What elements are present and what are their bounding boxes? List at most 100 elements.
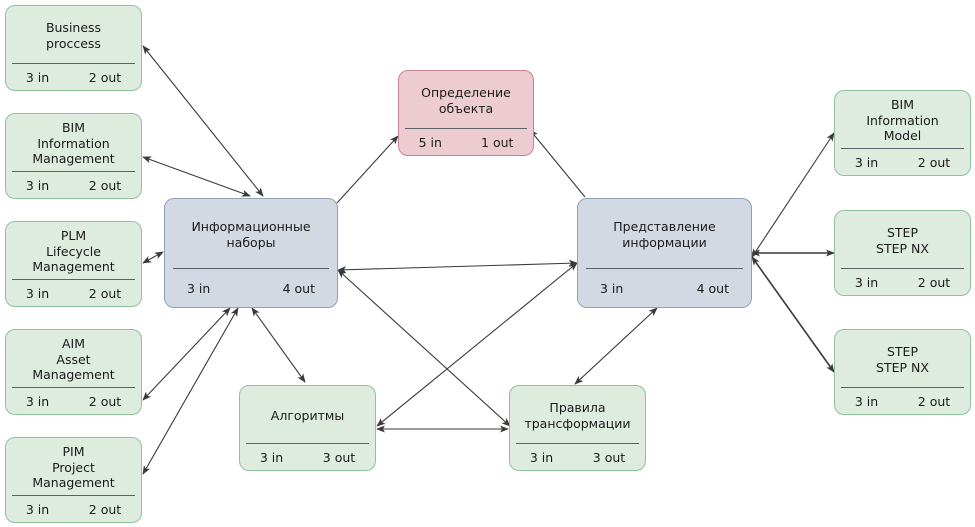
node-title: PLM Lifecycle Management [6, 222, 141, 279]
node-divider [586, 268, 743, 269]
node-step-nx-1[interactable]: STEP STEP NX 3 in 2 out [834, 210, 971, 296]
in-count: 3 in [25, 177, 50, 193]
node-pim-project-management[interactable]: PIM Project Management 3 in 2 out [5, 437, 142, 523]
title-line: наборы [226, 234, 276, 250]
node-business-process[interactable]: Business proccess 3 in 2 out [5, 5, 142, 91]
node-ports: 3 in 2 out [835, 388, 970, 414]
node-algorithms[interactable]: Алгоритмы 3 in 3 out [239, 385, 376, 471]
title-line: Представление [613, 219, 716, 234]
node-title: Алгоритмы [240, 386, 375, 443]
title-line: Management [32, 259, 115, 275]
node-title: Определение объекта [399, 71, 533, 128]
edge-info-sets-to-object-def[interactable] [336, 135, 399, 204]
in-count: 3 in [600, 280, 624, 296]
node-step-nx-2[interactable]: STEP STEP NX 3 in 2 out [834, 329, 971, 415]
edge-info-repr-to-object-def[interactable] [529, 129, 586, 198]
node-title: Представление информации [578, 199, 751, 268]
node-divider [173, 268, 329, 269]
node-divider [841, 268, 964, 269]
title-line: Management [32, 367, 115, 383]
node-object-definition[interactable]: Определение объекта 5 in 1 out [398, 70, 534, 156]
in-count: 3 in [529, 449, 554, 465]
edge-info-repr-to-algorithms[interactable] [376, 262, 578, 427]
node-title: PIM Project Management [6, 438, 141, 495]
node-title: BIM Information Model [835, 91, 970, 148]
out-count: 2 out [88, 285, 122, 301]
edge-info-sets-to-algorithms[interactable] [251, 307, 306, 383]
out-count: 2 out [917, 274, 951, 290]
node-transformation-rules[interactable]: Правила трансформации 3 in 3 out [509, 385, 646, 471]
title-line: Правила [549, 400, 606, 415]
out-count: 2 out [88, 393, 122, 409]
node-divider [12, 171, 135, 172]
title-line: Model [883, 128, 922, 144]
edge-info-repr-to-transform-rules[interactable] [574, 307, 658, 385]
node-ports: 3 in 2 out [6, 388, 141, 414]
edge-info-sets-to-info-repr[interactable] [337, 259, 578, 274]
edge-info-repr-to-step-2[interactable] [751, 256, 835, 373]
edge-bim-info-mgmt-to-info-sets[interactable] [142, 156, 251, 197]
node-title: Информационные наборы [165, 199, 337, 268]
node-divider [841, 148, 964, 149]
title-line: Information [866, 112, 939, 128]
title-line: Management [32, 475, 115, 491]
title-line: трансформации [524, 415, 631, 431]
title-line: Определение [421, 85, 511, 100]
out-count: 4 out [282, 280, 315, 296]
title-line: объекта [438, 100, 494, 116]
node-title: STEP STEP NX [835, 211, 970, 268]
in-count: 3 in [854, 393, 879, 409]
node-ports: 3 in 3 out [240, 444, 375, 470]
node-ports: 3 in 3 out [510, 444, 645, 470]
node-ports: 3 in 2 out [6, 64, 141, 90]
node-ports: 3 in 2 out [835, 149, 970, 175]
title-line: PIM [62, 444, 85, 460]
in-count: 3 in [854, 274, 879, 290]
title-line: BIM [890, 97, 915, 113]
node-information-representation[interactable]: Представление информации 3 in 4 out [577, 198, 752, 308]
title-line: Business [45, 20, 102, 35]
node-ports: 3 in 2 out [6, 280, 141, 306]
edge-pim-to-info-sets[interactable] [142, 307, 239, 475]
title-line: STEP NX [876, 240, 929, 256]
node-divider [12, 63, 135, 64]
title-line: STEP NX [876, 359, 929, 375]
node-ports: 5 in 1 out [399, 129, 533, 155]
in-count: 3 in [187, 280, 211, 296]
in-count: 3 in [854, 154, 879, 170]
node-aim-asset-management[interactable]: AIM Asset Management 3 in 2 out [5, 329, 142, 415]
edge-plm-to-info-sets[interactable] [142, 251, 164, 264]
node-bim-information-model[interactable]: BIM Information Model 3 in 2 out [834, 90, 971, 176]
node-plm-lifecycle-management[interactable]: PLM Lifecycle Management 3 in 2 out [5, 221, 142, 307]
node-ports: 3 in 4 out [578, 269, 751, 307]
out-count: 2 out [917, 393, 951, 409]
node-information-sets[interactable]: Информационные наборы 3 in 4 out [164, 198, 338, 308]
out-count: 2 out [88, 69, 122, 85]
in-count: 3 in [25, 69, 50, 85]
node-ports: 3 in 2 out [835, 269, 970, 295]
out-count: 1 out [481, 134, 514, 150]
edge-info-repr-to-bim-info-model[interactable] [751, 132, 835, 258]
node-ports: 3 in 2 out [6, 172, 141, 198]
node-title: Правила трансформации [510, 386, 645, 443]
node-divider [841, 387, 964, 388]
edge-aim-to-info-sets[interactable] [142, 307, 231, 401]
out-count: 3 out [592, 449, 626, 465]
title-line: Asset [56, 351, 91, 367]
title-line: Алгоритмы [270, 407, 345, 423]
edge-business-process-to-info-sets[interactable] [142, 45, 264, 197]
in-count: 5 in [418, 134, 442, 150]
node-divider [516, 443, 639, 444]
in-count: 3 in [25, 285, 50, 301]
title-line: STEP [886, 344, 918, 359]
node-title: BIM Information Management [6, 114, 141, 171]
in-count: 3 in [259, 449, 284, 465]
title-line: Management [32, 151, 115, 167]
node-bim-information-management[interactable]: BIM Information Management 3 in 2 out [5, 113, 142, 199]
title-line: proccess [46, 35, 101, 51]
out-count: 2 out [917, 154, 951, 170]
title-line: Information [37, 135, 110, 151]
title-line: Информационные [191, 219, 311, 234]
